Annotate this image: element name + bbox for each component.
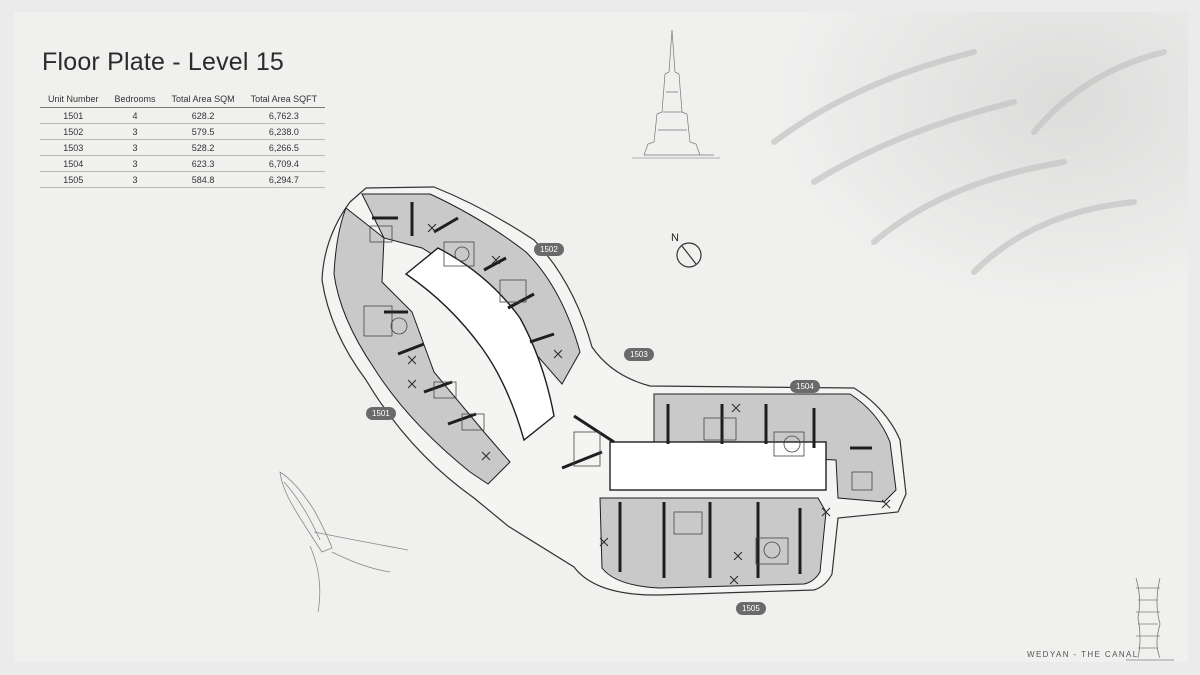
palm-shadow-overlay [768, 12, 1188, 312]
table-row: 1504 3 623.3 6,709.4 [40, 155, 326, 172]
unit-area-table: Unit Number Bedrooms Total Area SQM Tota… [40, 92, 326, 188]
tower-sketch-icon [632, 29, 720, 159]
table-cell: 4 [106, 107, 164, 124]
table-cell: 6,238.0 [242, 123, 326, 140]
table-cell: 1503 [40, 139, 107, 156]
table-row: 1501 4 628.2 6,762.3 [40, 107, 326, 124]
unit-1503-tag: 1503 [624, 348, 654, 361]
unit-1501-tag: 1501 [366, 407, 396, 420]
table-row: 1505 3 584.8 6,294.7 [40, 171, 326, 188]
unit-1505-area [599, 497, 827, 589]
palm-shadow-icon [771, 49, 1167, 275]
column-header: Total Area SQFT [242, 92, 326, 108]
building-sketch-icon [1126, 577, 1174, 661]
column-header: Bedrooms [106, 92, 164, 108]
table-cell: 1504 [40, 155, 107, 172]
table-cell: 3 [106, 139, 164, 156]
table-cell: 6,709.4 [242, 155, 326, 172]
table-cell: 1502 [40, 123, 107, 140]
table-cell: 3 [106, 123, 164, 140]
table-cell: 6,266.5 [242, 139, 326, 156]
west-core [404, 247, 555, 442]
table-row: 1502 3 579.5 6,238.0 [40, 123, 326, 140]
table-header-row: Unit Number Bedrooms Total Area SQM Tota… [40, 92, 326, 108]
table-cell: 3 [106, 171, 164, 188]
room-fixtures [363, 225, 873, 565]
table-cell: 6,762.3 [242, 107, 326, 124]
page-title: Floor Plate - Level 15 [42, 48, 285, 76]
project-footer: WEDYAN - THE CANAL [1027, 650, 1139, 659]
table-cell: 3 [106, 155, 164, 172]
north-label: N [671, 232, 679, 244]
table-cell: 6,294.7 [242, 171, 326, 188]
table-cell: 528.2 [163, 139, 243, 156]
floor-plate-sheet: Floor Plate - Level 15 Unit Number Bedro… [14, 12, 1188, 662]
planter-icons [407, 223, 891, 585]
unit-1505-tag: 1505 [736, 602, 766, 615]
table-cell: 623.3 [163, 155, 243, 172]
table-cell: 579.5 [163, 123, 243, 140]
table-cell: 584.8 [163, 171, 243, 188]
table-cell: 1505 [40, 171, 107, 188]
unit-1502-tag: 1502 [534, 243, 564, 256]
table-row: 1503 3 528.2 6,266.5 [40, 139, 326, 156]
floor-plan-drawing: N [279, 29, 1174, 661]
unit-1504-tag: 1504 [790, 380, 820, 393]
column-header: Total Area SQM [163, 92, 243, 108]
boat-sketch-icon [279, 471, 409, 613]
north-arrow-icon [676, 242, 702, 268]
partition-walls [372, 202, 872, 578]
table-cell: 1501 [40, 107, 107, 124]
east-core [609, 441, 827, 491]
table-cell: 628.2 [163, 107, 243, 124]
column-header: Unit Number [40, 92, 107, 108]
